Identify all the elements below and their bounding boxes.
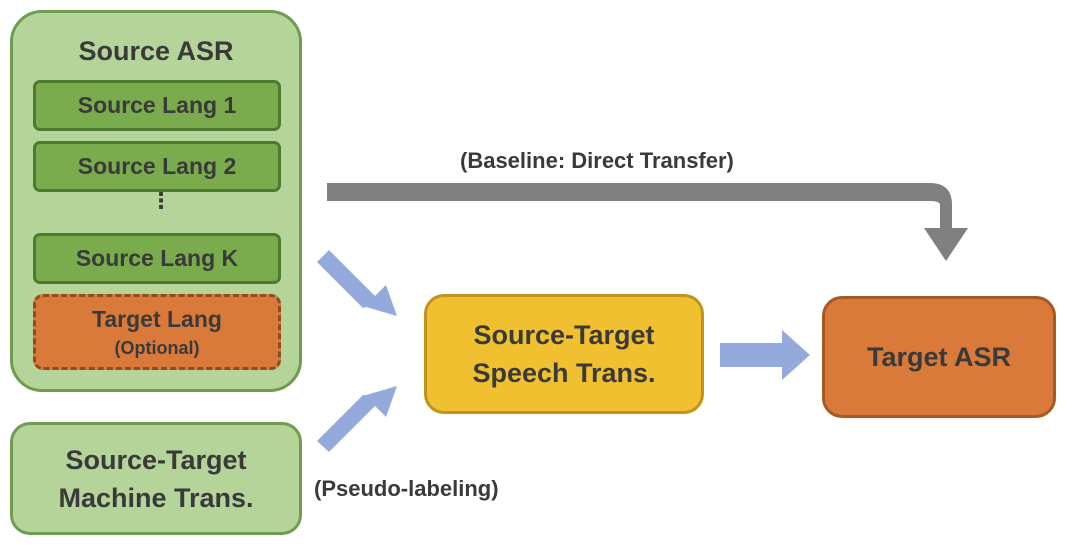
st-to-target-arrow bbox=[720, 330, 810, 380]
pseudo-label: (Pseudo-labeling) bbox=[314, 476, 499, 501]
source-lang-2: Source Lang 2 bbox=[33, 141, 281, 192]
speech-trans-line1: Source-Target bbox=[473, 320, 655, 350]
source-asr-title: Source ASR bbox=[78, 36, 234, 66]
baseline-label: (Baseline: Direct Transfer) bbox=[460, 148, 734, 173]
mt-to-st-arrow bbox=[317, 386, 397, 452]
target-lang-optional: Target Lang (Optional) bbox=[33, 294, 281, 370]
speech-trans-box: Source-Target Speech Trans. bbox=[424, 294, 704, 414]
target-lang-label: Target Lang bbox=[92, 305, 222, 332]
target-asr-label: Target ASR bbox=[866, 341, 1012, 372]
machine-trans-line1: Source-Target bbox=[65, 444, 247, 475]
speech-trans-line2: Speech Trans. bbox=[472, 358, 656, 388]
ellipsis: ⋮ bbox=[150, 188, 172, 213]
target-asr-box: Target ASR bbox=[822, 296, 1056, 418]
machine-trans-line2: Machine Trans. bbox=[58, 482, 254, 513]
source-lang-1: Source Lang 1 bbox=[33, 80, 281, 131]
asr-to-st-arrow bbox=[317, 250, 397, 316]
baseline-arrow bbox=[327, 183, 968, 261]
source-lang-k: Source Lang K bbox=[33, 233, 281, 284]
machine-trans-box: Source-Target Machine Trans. bbox=[10, 422, 302, 535]
target-lang-note: (Optional) bbox=[114, 337, 200, 358]
